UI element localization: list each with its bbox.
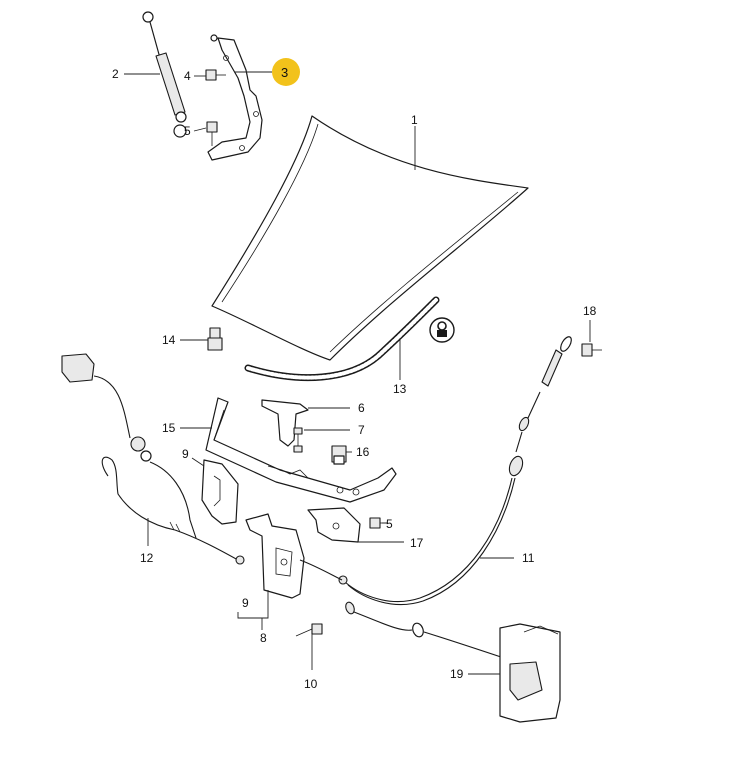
bolt-part-4 — [205, 69, 226, 81]
release-cable — [338, 336, 602, 605]
callout-15: 15 — [162, 421, 176, 435]
callout-18: 18 — [583, 304, 597, 318]
lock-warning-icon — [429, 317, 455, 343]
callout-7: 7 — [358, 423, 365, 437]
callout-5-lower: 5 — [386, 517, 393, 531]
clip-part-16 — [331, 445, 347, 465]
bolt-part-7 — [293, 427, 303, 453]
bracket-part-6 — [261, 399, 309, 447]
bolt-part-5-upper — [206, 121, 218, 146]
callout-2: 2 — [112, 67, 119, 81]
lock-part-9 — [201, 459, 239, 525]
hood-seal — [244, 296, 440, 382]
callout-9-upper: 9 — [182, 447, 189, 461]
callouts: 1 2 3 4 5 13 14 18 6 7 15 16 — [112, 58, 597, 691]
bump-stop — [207, 327, 223, 351]
callout-5-upper: 5 — [184, 124, 191, 138]
callout-4: 4 — [184, 69, 191, 83]
release-pull-wire — [101, 456, 245, 565]
bolt-part-10 — [295, 623, 323, 637]
cross-member — [205, 397, 397, 503]
callout-12: 12 — [140, 551, 154, 565]
callout-3: 3 — [281, 65, 288, 80]
callout-16: 16 — [356, 445, 370, 459]
bracket-part-17 — [307, 507, 361, 543]
lower-release-cable — [345, 601, 511, 661]
gas-strut — [142, 11, 218, 138]
callout-13: 13 — [393, 382, 407, 396]
callout-14: 14 — [162, 333, 176, 347]
hood-hinge — [207, 37, 263, 161]
callout-6: 6 — [358, 401, 365, 415]
callout-19: 19 — [450, 667, 464, 681]
callout-10: 10 — [304, 677, 318, 691]
hood-panel — [211, 115, 529, 361]
callout-1: 1 — [411, 113, 418, 127]
callout-3-highlight-badge — [272, 58, 300, 86]
callout-17: 17 — [410, 536, 424, 550]
hood-lock-assembly — [245, 513, 343, 599]
callout-8: 8 — [260, 631, 267, 645]
release-handle-housing — [499, 623, 561, 723]
connector-harness — [61, 353, 197, 539]
callout-9-lower: 9 — [242, 596, 249, 610]
callout-11: 11 — [522, 551, 535, 565]
